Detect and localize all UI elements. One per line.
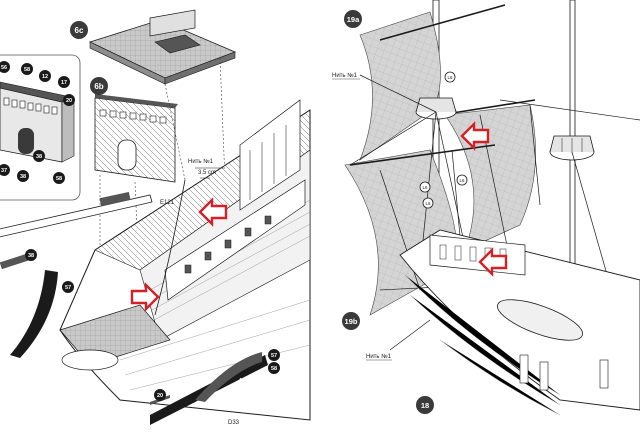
thread-line-left	[154, 167, 225, 316]
svg-text:L6: L6	[422, 185, 428, 190]
svg-text:6c: 6c	[75, 26, 84, 35]
left-panel: 6c 6b 56 58 12 17 20 37	[0, 9, 311, 426]
callout-57-left: 57	[62, 281, 74, 293]
panel-gap	[315, 0, 325, 429]
callout-18: 18	[416, 396, 434, 414]
part-curved-piece-right	[150, 352, 268, 425]
svg-text:56: 56	[1, 65, 7, 71]
callout-12: 12	[39, 70, 51, 82]
thread-label-top: Нить №1	[332, 72, 358, 79]
svg-text:38: 38	[36, 154, 42, 160]
part-code-d33: D33	[228, 420, 240, 426]
fighting-top-rear	[549, 135, 595, 161]
svg-text:L6: L6	[425, 201, 431, 206]
callout-19a: 19a	[344, 10, 362, 28]
callout-19b: 19b	[342, 312, 360, 330]
callout-37: 37	[0, 164, 10, 176]
svg-text:20: 20	[157, 393, 163, 399]
thread-label-left: Нить №1	[188, 158, 214, 165]
right-panel: 19a 19b 18 L6 L6 L6 L6 Нить №1 Нить №	[332, 0, 640, 416]
svg-text:57: 57	[65, 285, 71, 291]
callout-56: 56	[0, 61, 10, 73]
svg-text:57: 57	[271, 353, 277, 359]
callout-38-mid: 38	[33, 150, 45, 162]
svg-text:58: 58	[271, 366, 277, 372]
spar-left	[0, 191, 153, 238]
svg-text:L6: L6	[447, 75, 453, 80]
svg-text:19b: 19b	[345, 317, 358, 326]
part-curved-piece-left	[0, 253, 58, 358]
svg-text:19a: 19a	[347, 15, 360, 24]
callout-58-right: 58	[268, 362, 280, 374]
svg-text:L6: L6	[459, 178, 465, 183]
red-arrow-icon	[478, 247, 508, 277]
callout-l6-a: L6	[444, 71, 456, 83]
svg-text:20: 20	[66, 98, 72, 104]
callout-6b: 6b	[90, 77, 108, 95]
dimension-label: 3.5 cm	[198, 170, 216, 176]
callout-20-bottom: 20	[154, 389, 166, 401]
svg-text:12: 12	[42, 74, 48, 80]
callout-l6-c: L6	[456, 174, 468, 186]
callout-20-inset: 20	[63, 94, 75, 106]
callout-57-right: 57	[268, 349, 280, 361]
svg-text:6b: 6b	[94, 82, 103, 91]
red-arrow-icon	[130, 282, 160, 312]
svg-text:58: 58	[24, 67, 30, 73]
callout-l6-d: L6	[422, 197, 434, 209]
thread-label-bottom: Нить №1	[366, 353, 392, 360]
callout-17: 17	[58, 76, 70, 88]
callout-6c: 6c	[70, 21, 88, 39]
fighting-top-main	[415, 97, 457, 120]
svg-text:17: 17	[61, 80, 67, 86]
callout-38-inset: 38	[17, 170, 29, 182]
callout-38-left: 38	[25, 249, 37, 261]
part-6b-wall	[94, 94, 178, 183]
detail-inset-castle	[0, 81, 75, 163]
svg-text:38: 38	[20, 174, 26, 180]
red-arrow-icon	[460, 121, 490, 151]
svg-text:18: 18	[421, 401, 429, 410]
ship-hull-right	[399, 229, 640, 416]
svg-text:38: 38	[28, 253, 34, 259]
part-code-e121: E121	[160, 200, 175, 206]
sail-upper	[359, 11, 441, 161]
part-6c-deck	[88, 9, 237, 85]
svg-text:58: 58	[56, 176, 62, 182]
callout-l6-b: L6	[419, 181, 431, 193]
red-arrow-icon	[198, 197, 228, 227]
callout-58-top: 58	[21, 63, 33, 75]
callout-58-inset: 58	[53, 172, 65, 184]
svg-text:37: 37	[1, 168, 7, 174]
